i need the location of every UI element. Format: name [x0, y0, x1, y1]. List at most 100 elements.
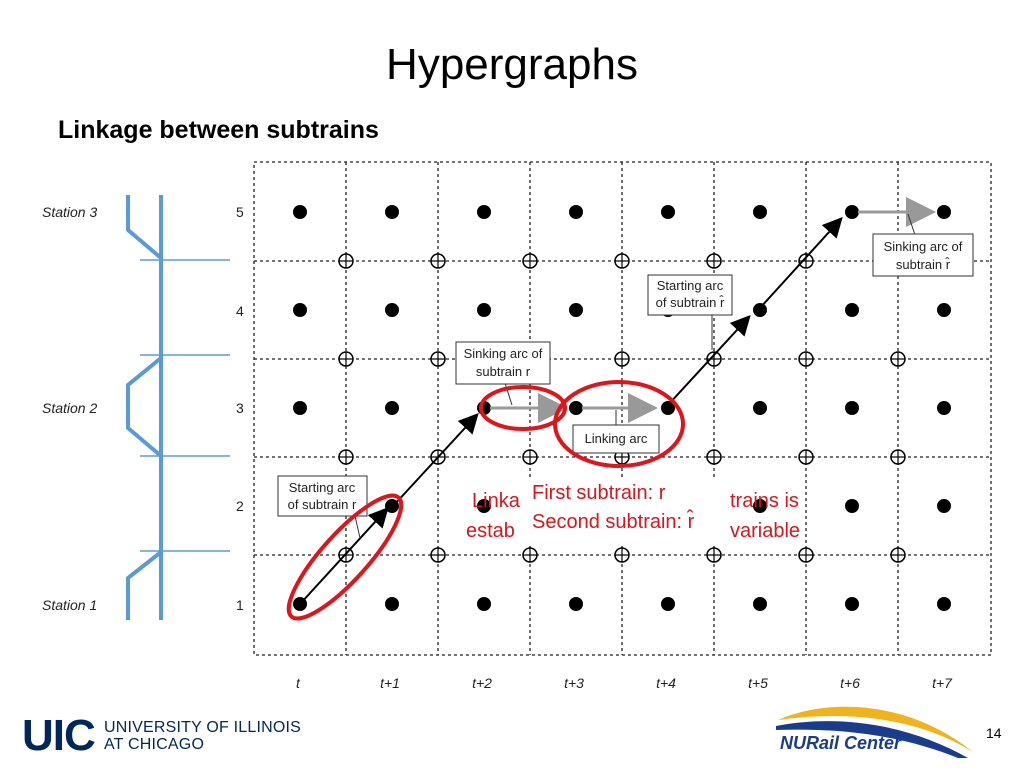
row-label-3: 3 [236, 400, 244, 416]
overlay-line1-left: Linka [472, 490, 521, 512]
transition-node [430, 547, 446, 563]
station-time-dot [845, 597, 859, 611]
track-schematic [126, 195, 230, 620]
transition-node [338, 351, 354, 367]
station-label-3: Station 3 [42, 204, 97, 220]
col-label-t7: t+7 [932, 675, 953, 691]
col-label-t2: t+2 [472, 675, 492, 691]
row-label-5: 5 [236, 204, 244, 220]
uic-logo-letters: UIC [22, 711, 96, 760]
trajectory [299, 217, 843, 605]
station-time-dot [937, 205, 951, 219]
transition-node [430, 253, 446, 269]
transition-node [798, 547, 814, 563]
siding-station-1 [126, 550, 163, 620]
col-label-t3: t+3 [564, 675, 584, 691]
station-time-dot [845, 205, 859, 219]
station-label-1: Station 1 [42, 597, 97, 613]
station-time-dot [753, 303, 767, 317]
callout-sink-r: Sinking arc of subtrain r [455, 341, 551, 406]
transition-node [890, 449, 906, 465]
callout-sink-hat-line2: subtrain r̂ [896, 257, 951, 272]
station-time-dot [937, 499, 951, 513]
gray-arcs [490, 197, 936, 423]
transition-node [706, 547, 722, 563]
overlay-first-subtrain: First subtrain: r [532, 482, 666, 504]
station-time-dot [477, 205, 491, 219]
callout-sink-hat-line1: Sinking arc of [884, 239, 963, 254]
station-time-dot [477, 597, 491, 611]
highlight-sinking-arc [479, 385, 567, 431]
station-time-dot [293, 205, 307, 219]
transition-node [890, 351, 906, 367]
highlight-linking-arc [553, 380, 685, 468]
travel-arc-r [393, 413, 479, 506]
station-time-dot [569, 401, 583, 415]
col-label-t5: t+5 [748, 675, 768, 691]
transition-node [614, 253, 630, 269]
callout-link-text: Linking arc [585, 431, 648, 446]
travel-arc-rhat-2 [759, 217, 843, 309]
transition-node [890, 547, 906, 563]
station-time-dot [753, 205, 767, 219]
station-time-dot [569, 205, 583, 219]
station-time-dot [293, 401, 307, 415]
callout-start-r: Starting arc of subtrain r [277, 475, 368, 539]
col-label-t4: t+4 [656, 675, 676, 691]
transition-node [614, 351, 630, 367]
callout-sink-r-line2: subtrain r [476, 364, 531, 379]
transition-node [614, 547, 630, 563]
transition-node [522, 547, 538, 563]
col-label-t: t [296, 675, 301, 691]
callout-start-hat-line2: of subtrain r̂ [656, 295, 725, 310]
nurail-logo-swoosh [776, 706, 973, 758]
callout-start-hat-line1: Starting arc [657, 278, 724, 293]
station-time-dot [293, 303, 307, 317]
overlay-line2-right: variable [730, 520, 800, 542]
slide-title: Hypergraphs [386, 40, 638, 89]
station-time-dot [753, 401, 767, 415]
transition-node [522, 449, 538, 465]
overlay-second-subtrain: Second subtrain: r̂ [532, 509, 695, 533]
station-time-dot [661, 205, 675, 219]
nurail-logo-text: NURail Center [780, 733, 902, 753]
uic-logo-name: UNIVERSITY OF ILLINOIS AT CHICAGO [104, 719, 301, 753]
callout-sink-r-line1: Sinking arc of [464, 346, 543, 361]
station-time-dot [385, 597, 399, 611]
transition-node [706, 253, 722, 269]
station-time-dot [753, 597, 767, 611]
col-label-t1: t+1 [380, 675, 400, 691]
callout-sink-hat: Sinking arc of subtrain r̂ [872, 213, 974, 277]
overlay-line2-left: estab [466, 520, 515, 542]
slide-subtitle: Linkage between subtrains [58, 116, 379, 144]
transition-node [798, 351, 814, 367]
station-time-dot [385, 401, 399, 415]
transition-node [522, 253, 538, 269]
station-time-dot [845, 401, 859, 415]
uic-name-line1: UNIVERSITY OF ILLINOIS [104, 719, 302, 736]
station-time-dot [477, 303, 491, 317]
overlay-text: Linka trains is estab variable First sub… [466, 477, 800, 543]
highlights [286, 380, 685, 621]
callout-start-r-line2: of subtrain r [288, 497, 357, 512]
station-time-dot [845, 303, 859, 317]
station-time-dot [661, 597, 675, 611]
highlight-starting-arc [286, 493, 404, 621]
starting-arc-r [299, 507, 389, 605]
siding-station-3 [126, 195, 163, 260]
uic-name-line2: AT CHICAGO [104, 736, 205, 753]
transition-node [338, 253, 354, 269]
station-time-dot [937, 401, 951, 415]
transition-node [798, 449, 814, 465]
callout-link: Linking arc [572, 410, 660, 454]
station-time-dot [661, 401, 675, 415]
overlay-line1-right: trains is [730, 490, 799, 512]
station-time-dot [477, 499, 491, 513]
station-time-dot [569, 303, 583, 317]
row-label-1: 1 [236, 597, 244, 613]
transition-node [338, 449, 354, 465]
station-time-dot [385, 303, 399, 317]
station-time-dot [385, 205, 399, 219]
station-time-dot [937, 303, 951, 317]
overlay-card [527, 477, 717, 543]
